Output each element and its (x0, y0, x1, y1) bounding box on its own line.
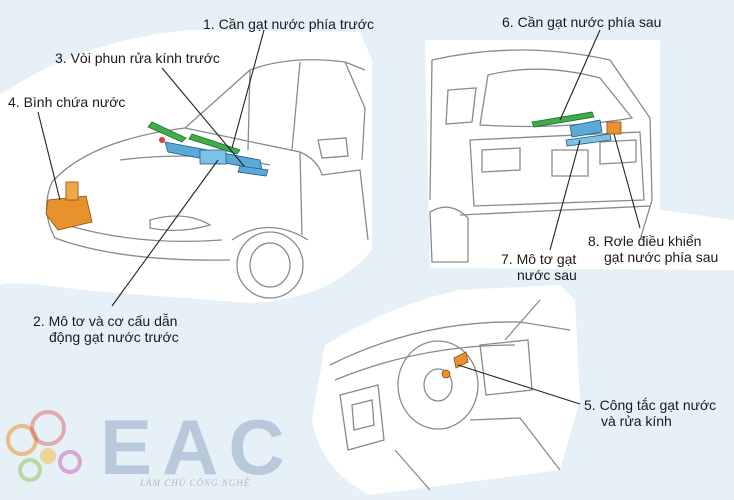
leader-line-1 (231, 29, 265, 149)
rear-wiper-parts (531, 111, 622, 147)
eac-logo-mark (6, 410, 82, 482)
label-rear-wiper-motor: 7. Mô tơ gạt nước sau (501, 251, 577, 283)
label-front-washer-nozzle: 3. Vòi phun rửa kính trước (55, 50, 220, 66)
label-front-wiper-arm: 1. Cần gạt nước phía trước (203, 16, 374, 32)
front-car-illustration (46, 59, 369, 299)
front-car-panel (0, 30, 372, 303)
leader-line-6 (559, 29, 601, 121)
leader-line-3 (161, 67, 245, 167)
label-washer-reservoir: 4. Bình chứa nước (8, 94, 126, 110)
leader-line-7 (549, 139, 581, 251)
leader-line-2 (111, 159, 219, 307)
leader-lines (37, 29, 641, 405)
interior-panel (312, 285, 580, 495)
leader-line-5 (457, 364, 581, 405)
washer-reservoir (45, 181, 93, 231)
label-rear-wiper-arm: 6. Cần gạt nước phía sau (502, 14, 662, 30)
front-wiper-motor (159, 137, 269, 177)
interior-illustration (329, 299, 571, 491)
rear-car-illustration (429, 49, 653, 263)
leader-line-8 (613, 133, 641, 229)
label-rear-wiper-relay: 8. Rơle điều khiển gạt nước phía sau (588, 233, 719, 265)
front-wipers (147, 121, 241, 155)
eac-logo-text: EAC (100, 403, 295, 491)
label-front-wiper-motor: 2. Mô tơ và cơ cấu dẫn động gạt nước trư… (33, 313, 179, 345)
wiper-switch (441, 351, 469, 379)
eac-logo-tagline: LÀM CHỦ CÔNG NGHỆ (140, 478, 251, 488)
label-wiper-washer-switch: 5. Công tắc gạt nước và rửa kính (584, 397, 717, 429)
leader-line-4 (37, 111, 61, 201)
